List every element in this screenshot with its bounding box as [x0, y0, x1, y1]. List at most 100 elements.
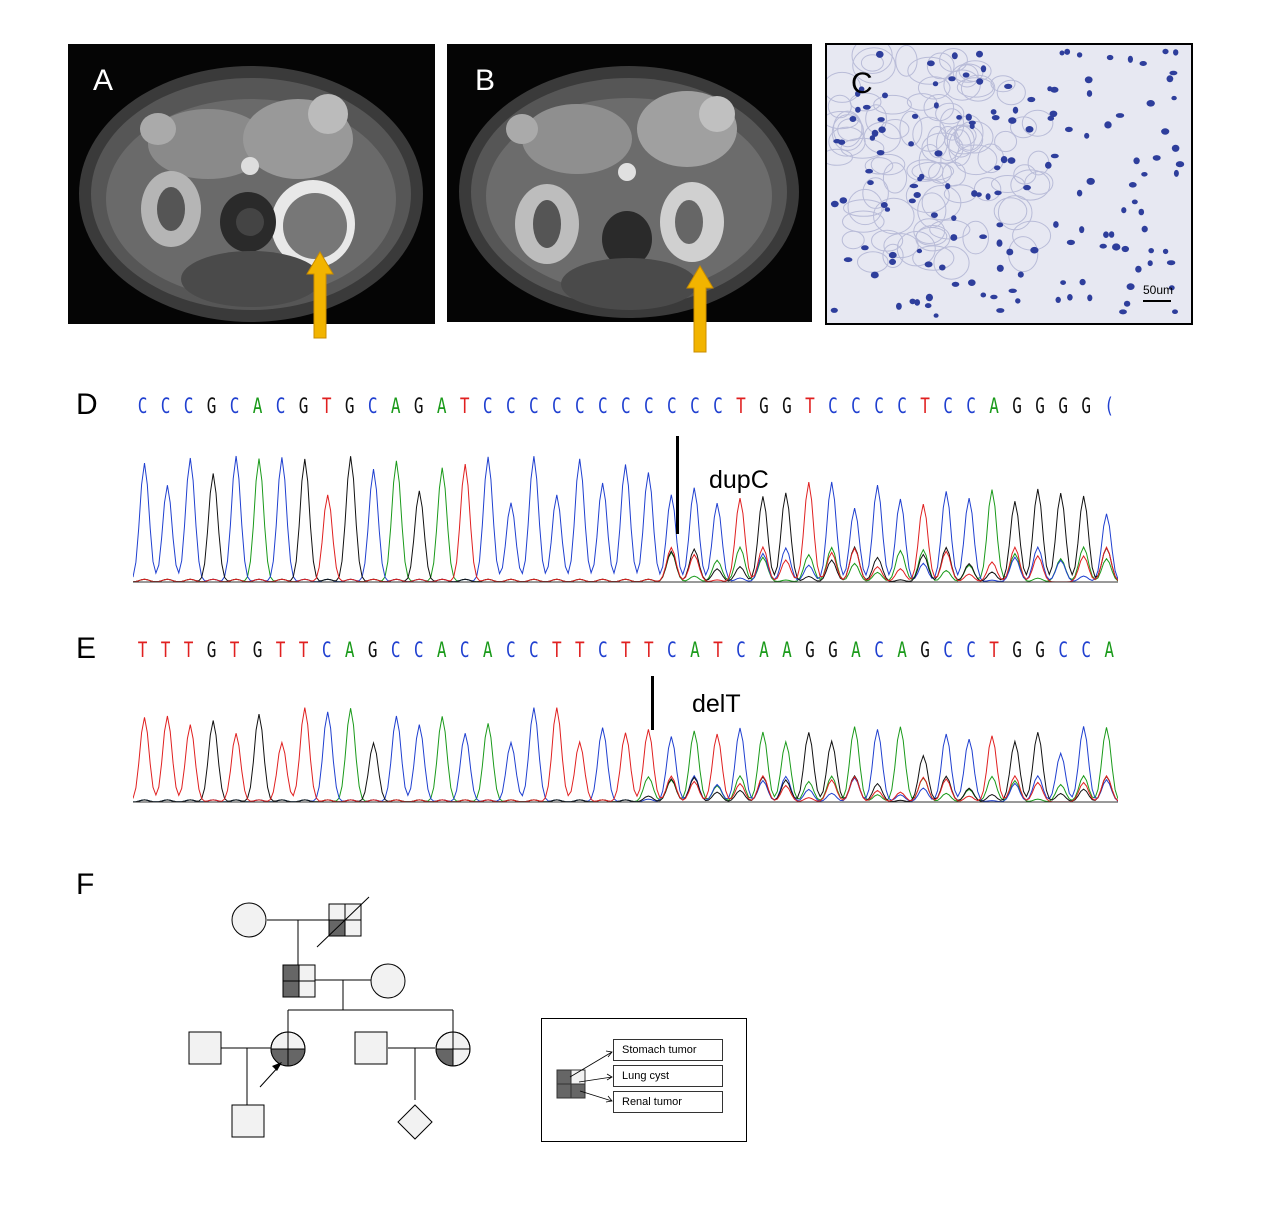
cell-nucleus: [909, 183, 919, 189]
cell-nucleus: [939, 264, 946, 271]
sequence-base: G: [920, 636, 930, 663]
cell-nucleus: [1023, 184, 1031, 191]
cell-nucleus: [1045, 161, 1052, 169]
cell-nucleus: [1064, 48, 1071, 55]
chromatogram-trace: [133, 456, 1118, 583]
cell-nucleus: [1146, 100, 1155, 107]
cell-outline: [1010, 116, 1037, 139]
cell-nucleus: [980, 292, 987, 298]
sequence-base: A: [436, 636, 447, 663]
cell-nucleus: [934, 150, 943, 157]
cell-nucleus: [1076, 52, 1083, 58]
cell-nucleus: [1119, 309, 1127, 315]
cell-nucleus: [1169, 70, 1178, 76]
cell-nucleus: [1138, 208, 1145, 216]
panel-label-a: A: [93, 64, 114, 97]
sequence-base: C: [505, 392, 516, 419]
sequence-base: C: [598, 636, 608, 663]
pedigree-legend: Stomach tumor Lung cyst Renal tumor: [541, 1018, 747, 1142]
cell-nucleus: [830, 200, 839, 208]
chromatogram-trace: [133, 708, 1118, 803]
sequence-base: G: [805, 636, 815, 663]
cell-nucleus: [911, 113, 919, 119]
cell-nucleus: [1108, 231, 1115, 238]
cell-nucleus: [877, 117, 885, 122]
sequence-base: A: [851, 636, 861, 663]
sequence-base: C: [229, 392, 240, 419]
sequence-base: T: [713, 636, 723, 663]
cell-outline: [841, 230, 865, 250]
cell-outline: [929, 219, 971, 240]
sequence-base: G: [828, 636, 838, 663]
cell-nucleus: [1086, 177, 1095, 185]
pedigree-male-iii3: [354, 1031, 388, 1065]
cell-nucleus: [927, 60, 935, 67]
cell-nucleus: [985, 193, 991, 201]
cell-nucleus: [994, 190, 1002, 196]
panel-label-b: B: [475, 64, 496, 97]
cell-outline: [899, 110, 923, 147]
cell-outline: [917, 192, 947, 228]
chromatogram-trace: [133, 455, 1118, 583]
pedigree-male-i2-deceased: [316, 896, 370, 948]
chromatogram-d: [133, 455, 1118, 583]
sequence-base: G: [252, 636, 263, 663]
cell-nucleus: [1030, 246, 1039, 254]
sequence-base: C: [644, 392, 654, 419]
cell-nucleus: [908, 141, 914, 147]
cell-nucleus: [1139, 61, 1147, 66]
cell-nucleus: [951, 52, 958, 60]
sequence-base: C: [160, 392, 171, 419]
cell-outline: [993, 197, 1028, 225]
cell-outline: [907, 56, 952, 85]
cell-nucleus: [950, 234, 958, 241]
pedigree-male-iii1: [188, 1031, 222, 1065]
cell-nucleus: [889, 258, 896, 265]
cell-outline: [915, 227, 948, 246]
sequence-base: G: [206, 392, 217, 419]
cell-outline: [843, 199, 885, 217]
sequence-base: C: [690, 392, 700, 419]
cell-nucleus: [884, 207, 891, 212]
cell-nucleus: [925, 293, 933, 302]
panel-label-f: F: [76, 868, 95, 901]
sequence-base: A: [436, 392, 447, 419]
pedigree-female-iii4: [435, 1031, 471, 1067]
sequence-base: C: [851, 392, 861, 419]
sequence-base: C: [874, 392, 884, 419]
cell-nucleus: [1084, 132, 1090, 139]
cell-outline: [996, 79, 1026, 106]
cell-nucleus: [1175, 161, 1185, 168]
cell-outline: [1021, 109, 1054, 137]
cell-nucleus: [914, 299, 921, 306]
cell-nucleus: [871, 129, 879, 137]
cell-nucleus: [909, 298, 916, 305]
sequence-base: C: [528, 392, 539, 419]
cell-outline: [827, 94, 852, 119]
sequence-base: C: [321, 636, 332, 663]
cell-outline: [991, 175, 1025, 193]
sequence-base: A: [782, 636, 792, 663]
cell-nucleus: [1147, 260, 1153, 267]
legend-item-renal-tumor: Renal tumor: [613, 1091, 723, 1113]
cell-nucleus: [865, 168, 873, 174]
sequence-base: T: [644, 636, 654, 663]
cell-outline: [833, 110, 863, 148]
sequence-base: A: [482, 636, 493, 663]
mutation-marker-e: [651, 676, 654, 730]
cell-nucleus: [956, 115, 962, 120]
cell-outline: [955, 64, 979, 88]
cell-outline: [918, 144, 942, 179]
cell-outline: [873, 94, 912, 115]
cell-outline: [906, 93, 938, 111]
sequence-base: C: [275, 392, 286, 419]
sequence-base: C: [137, 392, 148, 419]
cell-nucleus: [1076, 189, 1083, 197]
cell-nucleus: [880, 202, 888, 208]
cell-nucleus: [990, 109, 997, 115]
mutation-label-d: dupC: [709, 466, 769, 494]
legend-item-stomach-tumor: Stomach tumor: [613, 1039, 723, 1061]
sequence-base: T: [183, 636, 194, 663]
cell-nucleus: [930, 212, 938, 219]
